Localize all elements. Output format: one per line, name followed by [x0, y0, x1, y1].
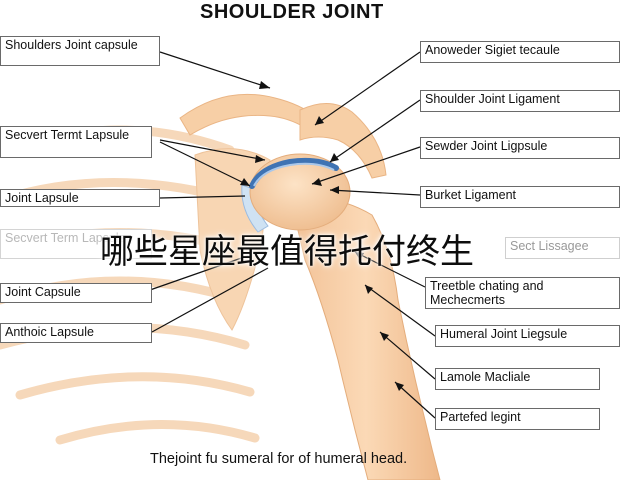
label-secvert-termt-lapsule: Secvert Termt Lapsule	[0, 126, 152, 158]
label-sewder-joint-ligpsule: Sewder Joint Ligpsule	[420, 137, 620, 159]
overlay-text: 哪些星座最值得托付终生	[100, 233, 474, 271]
leader-arrowheads	[240, 81, 404, 391]
label-sect-lissagee: Sect Lissagee	[505, 237, 620, 259]
joint-capsule-inner	[253, 162, 335, 187]
label-treetble-chating: Treetble chating and Mechecmerts	[425, 277, 620, 309]
label-anoweder-sigiet-tecaule: Anoweder Sigiet tecaule	[420, 41, 620, 63]
label-humeral-joint-liegsule: Humeral Joint Liegsule	[435, 325, 620, 347]
label-burket-ligament: Burket Ligament	[420, 186, 620, 208]
humerus-shaft	[291, 198, 441, 480]
leader-lines	[149, 51, 436, 419]
clavicle	[179, 93, 319, 136]
label-joint-capsule: Joint Capsule	[0, 283, 152, 303]
label-shoulders-joint-capsule: Shoulders Joint capsule	[0, 36, 160, 66]
label-joint-lapsule: Joint Lapsule	[0, 189, 160, 207]
diagram-caption: Thejoint fu sumeral for of humeral head.	[150, 451, 408, 467]
diagram-title: SHOULDER JOINT	[200, 1, 384, 23]
label-secvert-term-lapsule: Secvert Term Lapsule	[0, 229, 152, 259]
label-anthoic-lapsule: Anthoic Lapsule	[0, 323, 152, 343]
humeral-head	[249, 153, 351, 231]
label-shoulder-joint-ligament: Shoulder Joint Ligament	[420, 90, 620, 112]
joint-capsule	[249, 157, 339, 189]
label-lamole-macliale: Lamole Macliale	[435, 368, 600, 390]
label-partefed-legint: Partefed legint	[435, 408, 600, 430]
